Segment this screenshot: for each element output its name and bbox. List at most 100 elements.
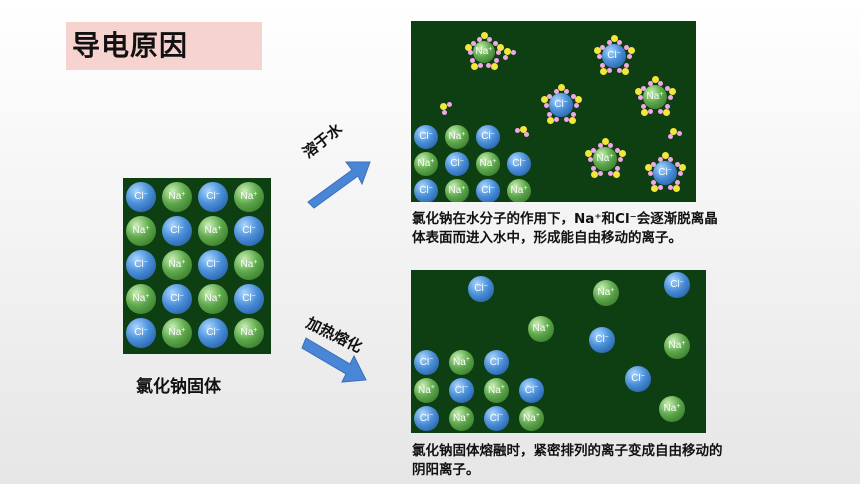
chloride-ion: Cl−	[519, 378, 544, 403]
water-oxygen	[662, 152, 669, 159]
water-hydrogen	[640, 103, 646, 109]
water-oxygen	[591, 170, 599, 178]
water-oxygen	[600, 67, 608, 75]
dissolved-ions-panel: Cl−Na+Cl−Na+Cl−Na+Cl−Cl−Na+Cl−Na+Na+Cl−C…	[411, 21, 696, 202]
water-hydrogen	[574, 103, 580, 109]
sodium-ion: Na+	[414, 152, 438, 176]
chloride-ion: Cl−	[653, 161, 677, 185]
water-hydrogen	[650, 179, 656, 185]
water-hydrogen	[554, 88, 560, 94]
water-oxygen	[540, 96, 548, 104]
water-oxygen	[558, 84, 565, 91]
chloride-ion: Cl−	[414, 179, 438, 202]
water-hydrogen	[485, 63, 491, 69]
water-oxygen	[464, 43, 472, 51]
chloride-ion: Cl−	[126, 250, 156, 280]
water-hydrogen	[665, 86, 671, 92]
solid-lattice-panel: Cl−Na+Cl−Na+Na+Cl−Na+Cl−Cl−Na+Cl−Na+Na+C…	[123, 178, 271, 354]
water-oxygen	[611, 35, 618, 42]
water-hydrogen	[486, 36, 492, 42]
sodium-ion: Na+	[126, 284, 156, 314]
water-oxygen	[652, 76, 659, 83]
water-hydrogen	[607, 142, 613, 148]
water-hydrogen	[667, 185, 673, 191]
sodium-ion: Na+	[664, 333, 690, 359]
sodium-ion: Na+	[162, 182, 192, 212]
water-hydrogen	[675, 179, 681, 185]
water-hydrogen	[658, 156, 664, 162]
chloride-ion: Cl−	[126, 182, 156, 212]
page-title: 导电原因	[72, 29, 189, 62]
sodium-ion: Na+	[519, 406, 544, 431]
chloride-ion: Cl−	[162, 284, 192, 314]
water-hydrogen	[477, 36, 483, 42]
molten-ions-panel: Cl− Na+ Cl− Na+ Cl− Na+ Cl− Cl− Na+ Cl− Na+ Cl− Na+ C…	[411, 270, 706, 433]
chloride-ion: Cl−	[234, 216, 264, 246]
water-hydrogen	[627, 54, 633, 60]
sodium-ion: Na+	[234, 318, 264, 348]
water-hydrogen	[510, 49, 516, 55]
water-hydrogen	[493, 41, 499, 47]
water-hydrogen	[590, 165, 596, 171]
water-oxygen	[672, 184, 680, 192]
water-hydrogen	[618, 157, 624, 163]
water-oxygen	[651, 184, 659, 192]
water-hydrogen	[599, 62, 605, 68]
water-oxygen	[662, 108, 670, 116]
water-hydrogen	[571, 111, 577, 117]
chloride-ion: Cl−	[589, 327, 615, 353]
water-hydrogen	[590, 148, 596, 154]
chloride-ion: Cl−	[468, 276, 494, 302]
water-hydrogen	[599, 45, 605, 51]
chloride-ion: Cl−	[126, 318, 156, 348]
chloride-ion: Cl−	[198, 182, 228, 212]
water-hydrogen	[648, 109, 654, 115]
chloride-ion: Cl−	[414, 125, 438, 149]
water-hydrogen	[587, 157, 593, 163]
water-hydrogen	[523, 132, 529, 138]
water-hydrogen	[647, 171, 653, 177]
sodium-ion: Na+	[593, 280, 619, 306]
sodium-ion: Na+	[234, 182, 264, 212]
dissolve-arrow-icon	[307, 161, 371, 209]
water-oxygen	[641, 108, 649, 116]
water-hydrogen	[546, 94, 552, 100]
water-hydrogen	[607, 171, 613, 177]
water-oxygen	[440, 103, 447, 110]
chloride-ion: Cl−	[602, 44, 626, 68]
water-hydrogen	[637, 95, 643, 101]
water-oxygen	[679, 164, 687, 172]
chloride-ion: Cl−	[664, 272, 690, 298]
chloride-ion: Cl−	[449, 378, 474, 403]
melt-arrow-icon	[301, 337, 367, 383]
water-oxygen	[628, 47, 636, 55]
water-hydrogen	[675, 162, 681, 168]
water-hydrogen	[615, 165, 621, 171]
water-hydrogen	[546, 111, 552, 117]
water-hydrogen	[503, 54, 509, 60]
sodium-ion: Na+	[507, 179, 531, 202]
water-oxygen	[568, 116, 576, 124]
water-hydrogen	[665, 103, 671, 109]
water-hydrogen	[467, 50, 473, 56]
sodium-ion: Na+	[162, 250, 192, 280]
water-hydrogen	[650, 162, 656, 168]
sodium-ion: Na+	[449, 350, 474, 375]
chloride-ion: Cl−	[414, 406, 439, 431]
chloride-ion: Cl−	[484, 406, 509, 431]
chloride-ion: Cl−	[234, 284, 264, 314]
sodium-ion: Na+	[234, 250, 264, 280]
title-box	[66, 22, 262, 70]
sodium-ion: Na+	[659, 396, 685, 422]
sodium-ion: Na+	[126, 216, 156, 246]
water-oxygen	[497, 43, 505, 51]
water-oxygen	[575, 96, 583, 104]
sodium-ion: Na+	[414, 378, 439, 403]
water-hydrogen	[657, 109, 663, 115]
sodium-ion: Na+	[643, 85, 667, 109]
chloride-ion: Cl−	[484, 350, 509, 375]
solid-label: 氯化钠固体	[136, 377, 221, 397]
water-hydrogen	[615, 148, 621, 154]
sodium-ion: Na+	[593, 147, 617, 171]
water-oxygen	[520, 126, 527, 133]
